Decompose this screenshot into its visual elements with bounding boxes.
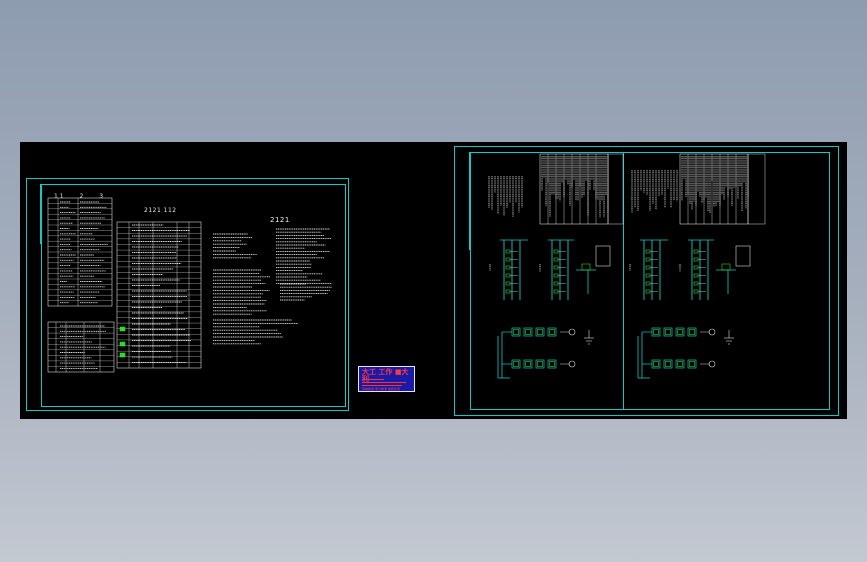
cad-model-space[interactable]: 1 1 2 3 2121 112 2121 大工 工作 ■大利 请勿商用 学习参… [20, 142, 847, 419]
notes-block-2 [213, 269, 271, 315]
circuit-left-relay [581, 263, 591, 271]
notes-title: 2121 [270, 216, 290, 224]
notes-block-4 [276, 228, 332, 284]
green-marker-0 [119, 326, 126, 332]
component-list-names [80, 201, 108, 304]
list-header-col1: 1 1 [54, 193, 64, 200]
component-list-codes [60, 201, 76, 304]
spec-left-text [541, 156, 609, 218]
circuit-right-motor-1 [708, 360, 716, 368]
left-list-header: 1 1 2 3 [54, 194, 103, 200]
list-header-col3: 3 [99, 193, 104, 200]
circuit-left-coil-box [595, 245, 611, 267]
stamp-line-1: 大工 工作 ■大利 [362, 368, 409, 383]
circuit-right-breaker-1-1 [663, 359, 673, 369]
circuit-right-breaker-0-1 [663, 327, 673, 337]
equipment-table-text [132, 224, 192, 363]
watermark-stamp: 大工 工作 ■大利 请勿商用 学习参考 免费交流 [358, 366, 415, 392]
notes-right-vertical [631, 170, 678, 213]
spec-right-side-box [747, 153, 766, 225]
drawing-linework [47, 153, 766, 379]
right-sheet-binding-strip [458, 152, 470, 250]
left-sheet-binding-strip [29, 184, 41, 244]
list-header-col2: 2 [79, 193, 84, 200]
circuit-left-breaker-0-3 [547, 327, 557, 337]
lower-left-table [47, 321, 115, 373]
notes-block-5 [280, 283, 332, 301]
notes-block-1 [213, 233, 257, 259]
right-sheet-divider [623, 152, 624, 410]
circuit-right-relay [721, 263, 731, 271]
circuit-right-coil-box [735, 245, 751, 267]
circuit-left-breaker-1-1 [523, 359, 533, 369]
spec-right-text [681, 156, 749, 214]
spec-left-side-box [607, 153, 624, 225]
left-table-title: 2121 112 [144, 207, 177, 214]
left-sheet-inner-frame [41, 184, 346, 407]
circuit-left-breaker-0-1 [523, 327, 533, 337]
green-marker-1 [119, 341, 126, 347]
circuit-left-breaker-0-2 [535, 327, 545, 337]
circuit-left-breaker-1-2 [535, 359, 545, 369]
left-sheet-outer-frame [26, 178, 349, 411]
circuit-right-breaker-1-2 [675, 359, 685, 369]
circuit-right-breaker-1-3 [687, 359, 697, 369]
stamp-line-2: 请勿商用 学习参考 免费交流 [362, 387, 400, 391]
circuit-left-motor-0 [568, 328, 576, 336]
right-sheet-inner-frame [470, 152, 830, 410]
circuit-right-breaker-0-2 [675, 327, 685, 337]
right-sheet-outer-frame [454, 146, 839, 416]
circuit-left-breaker-1-3 [547, 359, 557, 369]
notes-left-vertical [488, 176, 523, 218]
green-marker-2 [119, 352, 126, 358]
notes-block-3 [213, 319, 299, 345]
circuit-right-motor-0 [708, 328, 716, 336]
lower-left-text [60, 325, 106, 369]
circuit-left-motor-1 [568, 360, 576, 368]
circuit-right-breaker-0-3 [687, 327, 697, 337]
